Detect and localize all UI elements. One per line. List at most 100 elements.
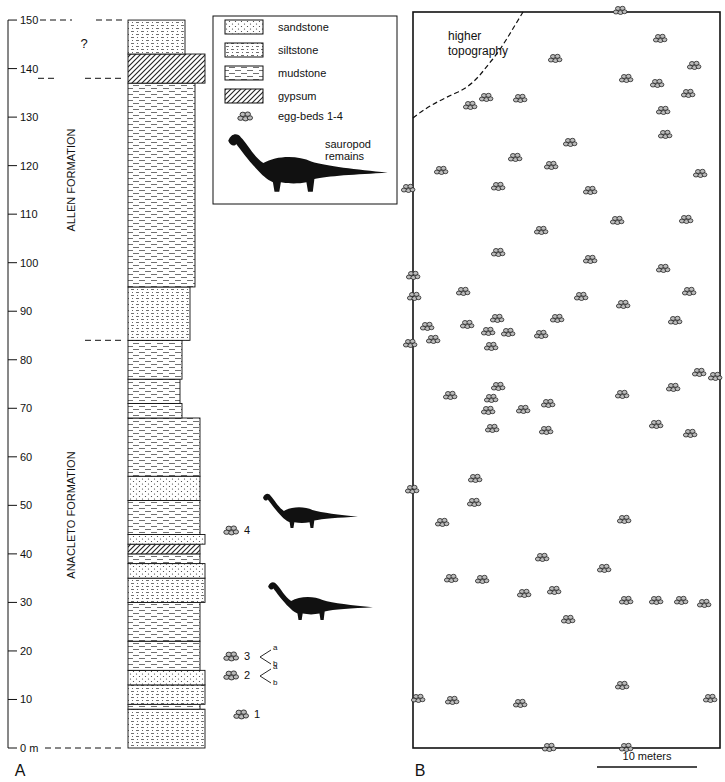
egg-site [674,596,688,604]
scale-number: 50 [20,499,32,511]
egg-site [535,553,549,561]
egg-site [443,391,457,399]
egg-site [656,106,670,114]
scale-number: 100 [20,257,38,269]
scale-number: 110 [20,208,38,220]
egg-site [420,322,434,330]
legend-text: gypsum [278,90,317,102]
egg-site [649,596,663,604]
egg-sites [401,6,722,751]
egg-site [679,215,693,223]
tick [8,165,17,166]
tick [8,214,17,215]
egg-site [434,166,448,174]
egg-site [406,271,420,279]
egg-site [617,515,631,523]
egg-site [444,574,458,582]
figure-label: 1 [254,708,260,720]
egg-site [426,335,440,343]
axis-line [8,20,9,748]
egg-site [411,694,425,702]
bed [128,20,185,54]
egg-site [615,681,629,689]
boundary-lines [38,20,125,748]
egg-site [563,138,577,146]
egg-site [481,327,495,335]
egg-site [485,424,499,432]
egg-site [649,420,663,428]
formation-name: ANACLETO FORMATION [65,451,77,578]
figure-label: 4 [244,524,250,536]
egg-site [666,383,680,391]
scale-number: 20 [20,645,32,657]
scale-number: 30 [20,596,32,608]
egg-site [501,328,515,336]
egg-site [481,406,495,414]
bed [128,704,200,709]
figure-label: higher topography [448,29,510,59]
egg-site [491,182,505,190]
egg-site [484,394,498,402]
egg-site [703,694,717,702]
bed [128,418,200,476]
scale-number: 130 [20,111,38,123]
bed [128,641,200,670]
egg-site [561,615,575,623]
tick [8,359,17,360]
bed [128,685,205,704]
egg-site [544,161,558,169]
egg-site [610,216,624,224]
egg-site [534,330,548,338]
egg-site [513,94,527,102]
bed [128,54,205,83]
figure-label: a [273,663,277,672]
egg-site [484,342,498,350]
egg-site [463,101,477,109]
egg-site [541,399,555,407]
scale-number: 0 m [20,742,38,754]
tick [8,68,17,69]
formation-name: ALLEN FORMATION [65,129,77,232]
bed [128,670,205,685]
egg-site [693,169,707,177]
egg-site [550,314,564,322]
egg-site [456,287,470,295]
egg-site [681,89,695,97]
egg-site [490,314,504,322]
egg-site [597,564,611,572]
egg-site [445,696,459,704]
scale-number: 90 [20,305,32,317]
egg-site [692,368,706,376]
egg-site [460,320,474,328]
strat-column [128,20,205,748]
figure-label: B [415,762,426,780]
scale-axis [8,20,17,748]
egg-site [405,485,419,493]
egg-bed-markers [224,526,271,719]
egg-site [403,339,417,347]
legend-swatches [225,20,388,192]
egg-site [479,93,493,101]
egg-site [547,586,561,594]
egg-site [407,292,421,300]
bed [128,544,200,554]
figure-label: 10 meters [623,750,672,762]
egg-site [616,300,630,308]
bed [128,709,205,748]
scale-number: 60 [20,451,32,463]
bed [128,554,200,564]
legend-text: sandstone [278,21,329,33]
egg-site [613,6,627,14]
egg-site [708,372,722,380]
egg-site [534,226,548,234]
egg-site [508,153,522,161]
figure-label: 3 [244,650,250,662]
tick [8,20,17,21]
egg-site [475,575,489,583]
legend-text: siltstone [278,44,318,56]
legend-box [213,16,397,204]
scale-number: 140 [20,63,38,75]
egg-site [697,599,711,607]
